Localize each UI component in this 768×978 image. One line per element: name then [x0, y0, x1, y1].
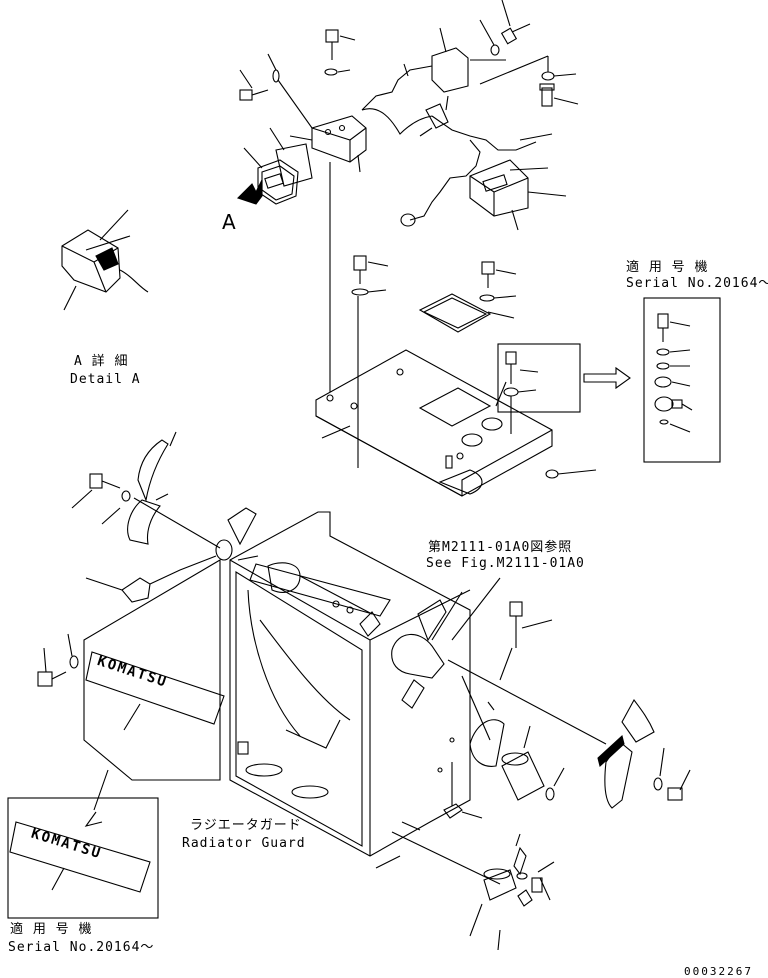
detail-label-jp: A 詳 細: [74, 354, 129, 369]
decal-plate: [7, 559, 225, 919]
radiator-guard-jp: ラジエータガード: [190, 818, 302, 833]
cover-plate-assembly: [315, 255, 597, 497]
view-marker-a: A: [222, 210, 236, 234]
detail-label-en: Detail A: [70, 372, 141, 387]
reference-en: See Fig.M2111-01A0: [426, 556, 585, 571]
serial-top-en: Serial No.20164～: [626, 276, 768, 291]
serial-top-jp: 適 用 号 機: [626, 260, 709, 275]
headlamp-bracket-assembly: [236, 0, 579, 392]
detail-a-lamp: [61, 209, 149, 311]
radiator-guard-en: Radiator Guard: [182, 836, 306, 851]
right-bottom-parts: [391, 601, 691, 951]
radiator-guard: [229, 511, 607, 869]
serial-bottom-en: Serial No.20164～: [8, 940, 155, 955]
reference-leader: [451, 577, 501, 641]
reference-jp: 第M2111-01A0図参照: [428, 540, 573, 555]
serial-inset: [497, 297, 721, 463]
serial-bottom-jp: 適 用 号 機: [10, 922, 93, 937]
left-fittings: [37, 431, 259, 687]
drawing-number: 00032267: [684, 965, 753, 978]
